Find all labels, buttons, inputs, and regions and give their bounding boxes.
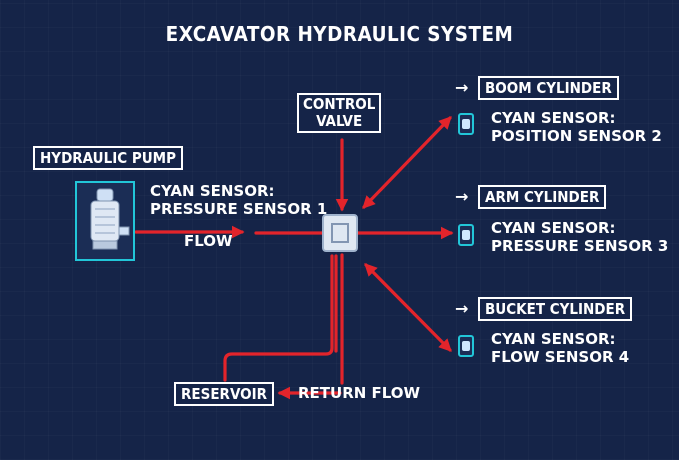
control-valve-label-line2: VALVE — [316, 112, 363, 130]
boom-cylinder-label: BOOM CYLINDER — [478, 76, 619, 100]
reservoir-label: RESERVOIR — [174, 382, 275, 406]
sensor-2-name: POSITION SENSOR 2 — [491, 127, 662, 145]
control-valve-label-line1: CONTROL — [303, 95, 376, 113]
sensor-3-name: PRESSURE SENSOR 3 — [491, 237, 669, 255]
arm-arrow-icon: → — [455, 187, 469, 206]
sensor-1-title: CYAN SENSOR: — [150, 182, 275, 200]
boom-arrow-icon: → — [455, 78, 469, 97]
bucket-cylinder-label: BUCKET CYLINDER — [478, 297, 633, 321]
valve-bucket-arrow — [364, 263, 452, 352]
arm-cylinder-label: ARM CYLINDER — [478, 185, 607, 209]
bucket-arrow-icon: → — [455, 299, 469, 318]
sensor-icon — [458, 224, 474, 246]
sensor-4-name: FLOW SENSOR 4 — [491, 348, 630, 366]
return-line-b — [223, 254, 334, 382]
sensor-icon — [458, 335, 474, 357]
flow-label: FLOW — [184, 232, 233, 250]
sensor-4-title: CYAN SENSOR: — [491, 330, 616, 348]
return-flow-label: RETURN FLOW — [298, 384, 421, 402]
sensor-icon — [458, 113, 474, 135]
hydraulic-pump-icon — [75, 181, 135, 261]
sensor-2-title: CYAN SENSOR: — [491, 109, 616, 127]
valve-boom-arrow — [362, 116, 452, 209]
sensor-3-title: CYAN SENSOR: — [491, 219, 616, 237]
control-valve-label: CONTROL VALVE — [297, 93, 382, 133]
control-valve-icon — [322, 214, 358, 252]
page-title: EXCAVATOR HYDRAULIC SYSTEM — [165, 22, 514, 46]
sensor-1-name: PRESSURE SENSOR 1 — [150, 200, 328, 218]
hydraulic-pump-label: HYDRAULIC PUMP — [33, 146, 183, 170]
